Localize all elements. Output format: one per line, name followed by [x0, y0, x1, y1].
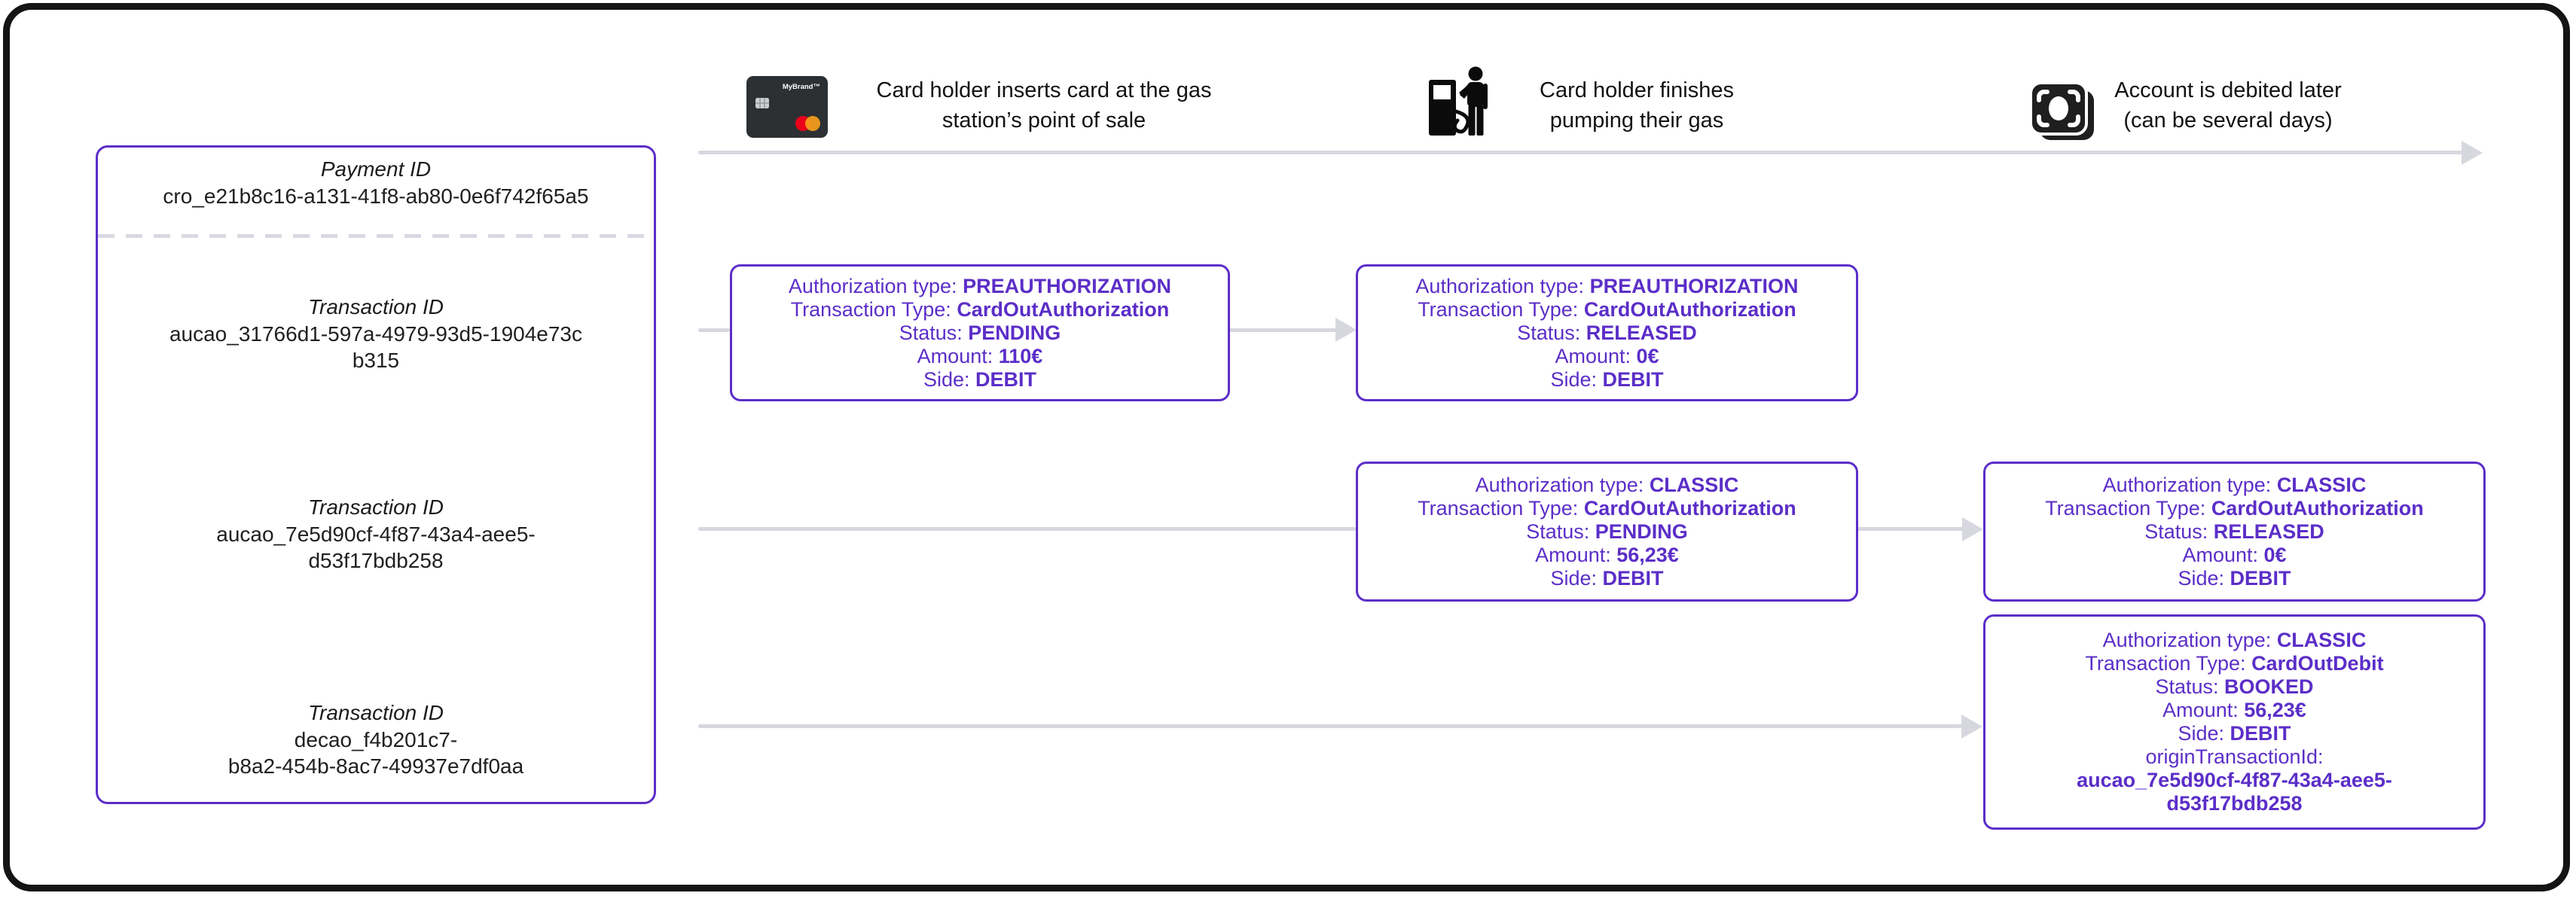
- transaction-id-section-1: Transaction ID aucao_31766d1-597a-4979-9…: [98, 294, 654, 373]
- field-line: Authorization type: CLASSIC: [2102, 473, 2367, 496]
- step-caption-3: Account is debited later (can be several…: [2055, 75, 2401, 136]
- field-line: Amount: 0€: [1555, 344, 1659, 367]
- caption-line: Card holder inserts card at the gas: [876, 78, 1212, 102]
- caption-line: Card holder finishes: [1540, 78, 1734, 102]
- field-line: Amount: 0€: [2182, 543, 2287, 566]
- transaction-box-classic-booked: Authorization type: CLASSIC Transaction …: [1983, 614, 2486, 830]
- transaction-id-value-line: d53f17bdb258: [308, 549, 444, 572]
- payment-panel: Payment ID cro_e21b8c16-a131-41f8-ab80-0…: [96, 145, 656, 804]
- payment-id-label: Payment ID: [320, 157, 432, 181]
- step-caption-2: Card holder finishes pumping their gas: [1475, 75, 1799, 136]
- payment-id-section: Payment ID cro_e21b8c16-a131-41f8-ab80-0…: [98, 156, 654, 209]
- connector-panel-to-box1: [698, 328, 730, 332]
- field-line: Transaction Type: CardOutAuthorization: [1418, 297, 1796, 321]
- connector-panel-to-box3: [698, 527, 1356, 531]
- dashed-divider: [98, 234, 654, 238]
- field-line: Side: DEBIT: [1550, 566, 1664, 590]
- transaction-id-value-line: b315: [352, 349, 400, 372]
- field-line: Status: RELEASED: [2144, 520, 2324, 543]
- transaction-id-value-line: decao_f4b201c7-: [294, 728, 458, 751]
- field-line: Status: RELEASED: [1517, 321, 1697, 344]
- field-line: Authorization type: CLASSIC: [1475, 473, 1739, 496]
- transaction-box-classic-pending: Authorization type: CLASSIC Transaction …: [1356, 462, 1858, 602]
- field-line: Authorization type: PREAUTHORIZATION: [1415, 274, 1799, 297]
- timeline-arrow-line: [698, 151, 2462, 154]
- connector-panel-to-box5-line: [698, 724, 1964, 728]
- transaction-id-section-3: Transaction ID decao_f4b201c7- b8a2-454b…: [98, 699, 654, 779]
- field-line: Side: DEBIT: [923, 367, 1037, 391]
- step-caption-1: Card holder inserts card at the gas stat…: [833, 75, 1255, 136]
- field-line: Transaction Type: CardOutAuthorization: [790, 297, 1170, 321]
- connector-box3-to-box4-line: [1854, 527, 1965, 531]
- field-line: Authorization type: CLASSIC: [2102, 629, 2367, 651]
- transaction-box-preauth-released: Authorization type: PREAUTHORIZATION Tra…: [1356, 264, 1858, 401]
- transaction-id-label: Transaction ID: [308, 495, 444, 519]
- connector-panel-to-box5-head: [1961, 715, 1982, 739]
- transaction-id-value-line: aucao_7e5d90cf-4f87-43a4-aee5-: [216, 523, 536, 546]
- credit-card-icon: MyBrand™: [746, 75, 829, 142]
- caption-line: Account is debited later: [2114, 78, 2342, 102]
- field-line: Transaction Type: CardOutAuthorization: [2045, 496, 2424, 520]
- connector-box1-to-box2-line: [1225, 328, 1338, 332]
- field-line: Amount: 110€: [917, 344, 1043, 367]
- transaction-box-classic-released: Authorization type: CLASSIC Transaction …: [1983, 462, 2486, 602]
- field-line: Amount: 56,23€: [1535, 543, 1679, 566]
- field-line: Status: BOOKED: [2155, 675, 2314, 698]
- payment-id-value: cro_e21b8c16-a131-41f8-ab80-0e6f742f65a5: [163, 184, 589, 208]
- gas-pump-icon: [1426, 65, 1498, 142]
- field-line: aucao_7e5d90cf-4f87-43a4-aee5-: [2077, 769, 2392, 791]
- caption-line: pumping their gas: [1549, 108, 1724, 133]
- caption-line: station’s point of sale: [942, 108, 1146, 133]
- field-line: originTransactionId:: [2145, 745, 2324, 768]
- field-line: Transaction Type: CardOutDebit: [2085, 652, 2384, 675]
- card-brand-text: MyBrand™: [783, 83, 820, 91]
- connector-box3-to-box4-head: [1962, 517, 1983, 541]
- field-line: Status: PENDING: [899, 321, 1061, 344]
- transaction-id-value-line: b8a2-454b-8ac7-49937e7df0aa: [227, 754, 524, 778]
- transaction-id-label: Transaction ID: [308, 701, 444, 724]
- field-line: d53f17bdb258: [2166, 792, 2303, 815]
- transaction-id-value-line: aucao_31766d1-597a-4979-93d5-1904e73c: [169, 322, 583, 346]
- connector-box1-to-box2-head: [1335, 318, 1357, 342]
- transaction-id-section-2: Transaction ID aucao_7e5d90cf-4f87-43a4-…: [98, 494, 654, 574]
- field-line: Side: DEBIT: [1550, 367, 1664, 391]
- banknote-icon: [2029, 81, 2100, 150]
- field-line: Side: DEBIT: [2178, 722, 2291, 745]
- field-line: Side: DEBIT: [2178, 566, 2291, 590]
- field-line: Amount: 56,23€: [2162, 699, 2306, 721]
- field-line: Status: PENDING: [1526, 520, 1688, 543]
- transaction-id-label: Transaction ID: [308, 295, 444, 318]
- field-line: Transaction Type: CardOutAuthorization: [1418, 496, 1796, 520]
- transaction-box-preauth-pending: Authorization type: PREAUTHORIZATION Tra…: [730, 264, 1230, 401]
- caption-line: (can be several days): [2123, 108, 2333, 133]
- field-line: Authorization type: PREAUTHORIZATION: [788, 274, 1172, 297]
- timeline-arrow-head: [2462, 141, 2483, 165]
